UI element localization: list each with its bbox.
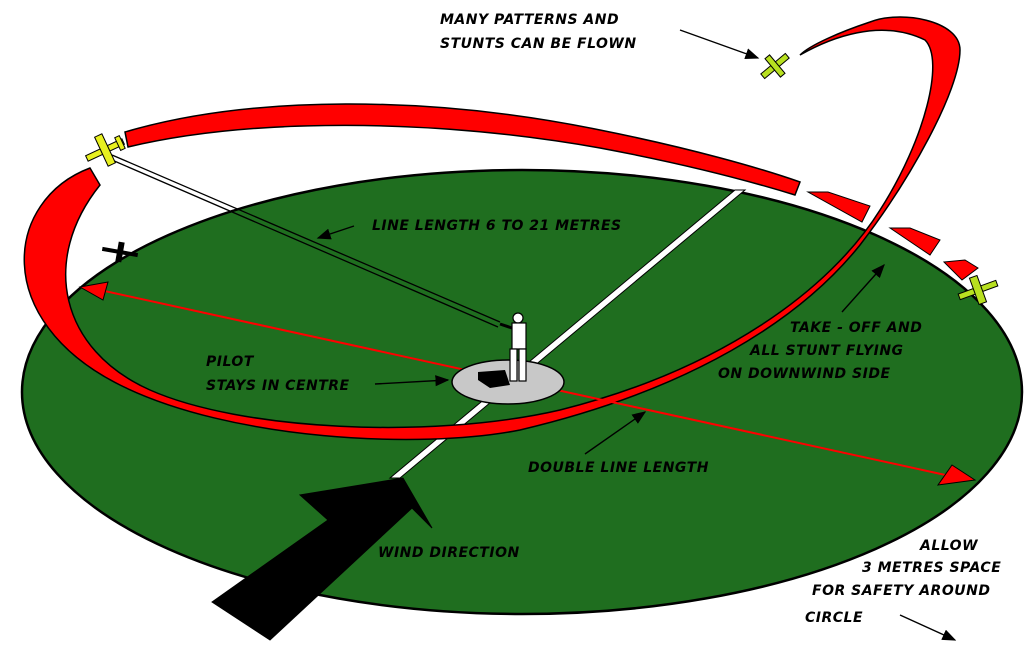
- label-takeoff-2: ALL STUNT FLYING: [749, 343, 904, 359]
- control-line-1: [111, 154, 501, 323]
- control-line-2: [111, 159, 499, 328]
- label-allow-1: ALLOW: [919, 538, 978, 554]
- flight-path-front: [23, 16, 961, 441]
- pilot-pointer: [374, 375, 450, 387]
- label-takeoff-3: ON DOWNWIND SIDE: [718, 366, 891, 382]
- flight-path-dash-3: [942, 259, 979, 281]
- model-plane-icon: [957, 274, 999, 306]
- label-wind: WIND DIRECTION: [378, 545, 520, 561]
- label-allow-2: 3 METRES SPACE: [862, 560, 1001, 576]
- line-length-pointer: [316, 225, 355, 240]
- centre-line: [388, 189, 747, 479]
- arrowhead-left: [78, 281, 109, 301]
- wind-arrow-icon: [211, 477, 433, 641]
- pilot-shadow: [478, 370, 510, 388]
- label-allow-4: CIRCLE: [805, 610, 863, 626]
- label-pilot-2: STAYS IN CENTRE: [206, 378, 350, 394]
- model-plane-icon: [101, 241, 139, 263]
- label-takeoff-1: TAKE - OFF AND: [790, 320, 922, 336]
- flight-path-back: [124, 103, 801, 196]
- arrowhead-right: [936, 464, 977, 486]
- model-plane-icon: [84, 133, 126, 167]
- allow-pointer: [899, 614, 957, 641]
- label-patterns-1: MANY PATTERNS AND: [440, 12, 619, 28]
- flight-path-dash-2: [888, 227, 941, 256]
- label-line-length: LINE LENGTH 6 TO 21 METRES: [372, 218, 622, 234]
- label-patterns-2: STUNTS CAN BE FLOWN: [440, 36, 637, 52]
- double-line-pointer: [584, 411, 647, 455]
- flight-path-dash-1: [806, 191, 871, 223]
- label-pilot-1: PILOT: [206, 354, 255, 370]
- label-allow-3: FOR SAFETY AROUND: [812, 583, 990, 599]
- takeoff-pointer: [841, 263, 885, 313]
- pilot-figure-icon: [499, 312, 527, 382]
- label-double-line: DOUBLE LINE LENGTH: [528, 460, 709, 476]
- patterns-pointer: [679, 29, 760, 60]
- model-plane-icon: [760, 52, 790, 80]
